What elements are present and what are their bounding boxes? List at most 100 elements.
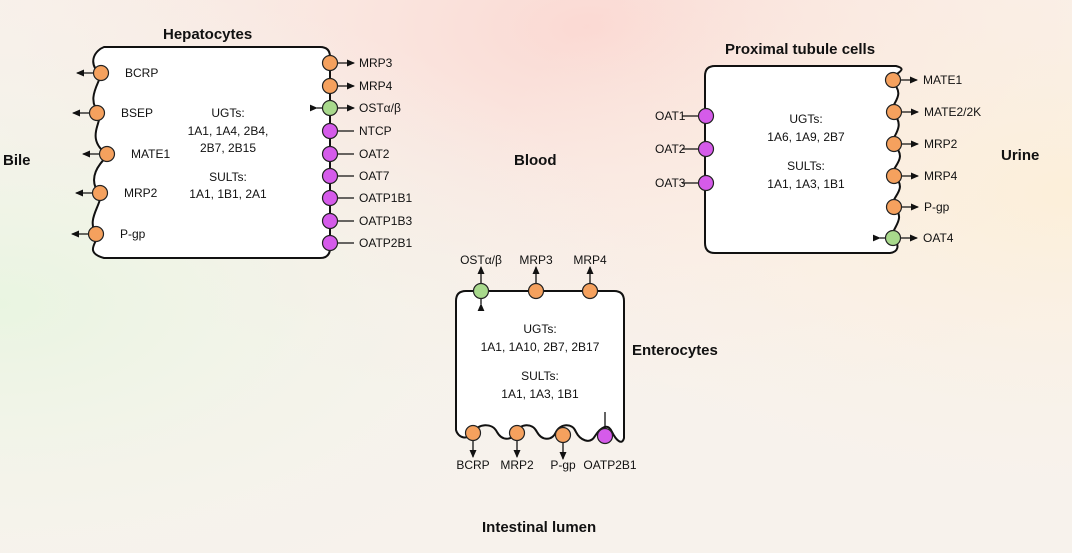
hep-left-transporter-bcrp: BCRP: [76, 64, 158, 82]
ent-top-circle-ost: [472, 282, 490, 300]
ent-top-circle-mrp3: [527, 282, 545, 300]
hep-left-circle-mrp2: [91, 184, 109, 202]
tubule-sults-heading: SULTs:: [787, 159, 825, 173]
enterocyte-sults-line1: 1A1, 1A3, 1B1: [501, 387, 579, 401]
pt-right-label-mrp2: MRP2: [924, 137, 958, 151]
pt-right-transporter-oat4: OAT4: [872, 229, 954, 247]
hepatocyte-sults-line1: 1A1, 1B1, 2A1: [189, 187, 267, 201]
ent-top-circle-mrp4: [581, 282, 599, 300]
hep-right-label-oatp2b1: OATP2B1: [359, 236, 412, 250]
hep-left-transporter-mrp2: MRP2: [75, 184, 158, 202]
hep-right-transporter-mrp3: MRP3: [321, 54, 393, 72]
pt-left-transporter-oat2: OAT2: [655, 140, 715, 158]
ent-top-label-mrp3: MRP3: [519, 253, 553, 267]
ent-bottom-transporter-p-gp: P-gp: [550, 426, 576, 472]
hep-left-label-mrp2: MRP2: [124, 186, 158, 200]
hep-right-label-oatp1b1: OATP1B1: [359, 191, 412, 205]
hep-right-transporter-ost: OSTα/β: [309, 99, 401, 117]
hep-left-label-p-gp: P-gp: [120, 227, 146, 241]
hep-right-label-ntcp: NTCP: [359, 124, 392, 138]
ent-bottom-circle-oatp2b1: [596, 427, 614, 445]
enterocyte-sults-heading: SULTs:: [521, 369, 559, 383]
hep-left-circle-bcrp: [92, 64, 110, 82]
hep-right-label-mrp4: MRP4: [359, 79, 393, 93]
tubule-ugts-heading: UGTs:: [789, 112, 822, 126]
enterocyte-ugts-heading: UGTs:: [523, 322, 556, 336]
proximal-tubule-cell: [704, 65, 903, 254]
compartment-urine: Urine: [1001, 147, 1039, 164]
ent-bottom-label-oatp2b1: OATP2B1: [583, 458, 636, 472]
pt-left-circle-oat3: [697, 174, 715, 192]
hepatocyte-sults-heading: SULTs:: [209, 170, 247, 184]
hep-right-circle-ntcp: [321, 122, 339, 140]
pt-left-transporter-oat1: OAT1: [655, 107, 715, 125]
hep-right-label-oat7: OAT7: [359, 169, 390, 183]
pt-right-transporter-mrp4: MRP4: [885, 167, 958, 185]
hepatocytes-title: Hepatocytes: [163, 26, 252, 43]
ent-bottom-transporter-oatp2b1: OATP2B1: [583, 412, 637, 472]
enterocytes-title: Enterocytes: [632, 342, 718, 359]
pt-left-circle-oat2: [697, 140, 715, 158]
ent-bottom-circle-bcrp: [464, 424, 482, 442]
pt-right-label-mate1: MATE1: [923, 73, 962, 87]
pt-right-transporter-p-gp: P-gp: [885, 198, 950, 216]
pt-right-label-mate2-2k: MATE2/2K: [924, 105, 981, 119]
hep-left-circle-bsep: [88, 104, 106, 122]
ent-bottom-label-mrp2: MRP2: [500, 458, 534, 472]
hep-right-label-oat2: OAT2: [359, 147, 390, 161]
pt-right-circle-p-gp: [885, 198, 903, 216]
ent-top-label-ost: OSTα/β: [460, 253, 502, 267]
hep-left-label-mate1: MATE1: [131, 147, 170, 161]
compartment-bile: Bile: [3, 152, 31, 169]
ent-top-transporter-mrp4: MRP4: [573, 253, 607, 300]
hep-right-transporter-oat2: OAT2: [321, 145, 390, 163]
pt-right-circle-mate1: [884, 71, 902, 89]
hep-right-label-oatp1b3: OATP1B3: [359, 214, 412, 228]
ent-bottom-label-p-gp: P-gp: [550, 458, 576, 472]
ent-bottom-circle-mrp2: [508, 424, 526, 442]
hep-right-circle-ost: [321, 99, 339, 117]
hep-left-transporter-mate1: MATE1: [82, 145, 170, 163]
enterocyte-cell: [455, 290, 625, 443]
hep-right-circle-oatp2b1: [321, 234, 339, 252]
ent-top-transporter-ost: OSTα/β: [460, 253, 502, 312]
ent-bottom-transporter-mrp2: MRP2: [500, 424, 534, 472]
ent-bottom-circle-p-gp: [554, 426, 572, 444]
hepatocyte-ugts-line2: 2B7, 2B15: [200, 141, 256, 155]
pt-left-label-oat2: OAT2: [655, 142, 686, 156]
hep-right-circle-oat2: [321, 145, 339, 163]
tubule-ugts-line1: 1A6, 1A9, 2B7: [767, 130, 845, 144]
hep-right-transporter-oatp2b1: OATP2B1: [321, 234, 412, 252]
hep-left-circle-mate1: [98, 145, 116, 163]
pt-right-label-p-gp: P-gp: [924, 200, 950, 214]
compartment-intestinal-lumen: Intestinal lumen: [482, 519, 596, 536]
pt-right-transporter-mate2-2k: MATE2/2K: [885, 103, 981, 121]
pt-left-transporter-oat3: OAT3: [655, 174, 715, 192]
ent-top-transporter-mrp3: MRP3: [519, 253, 553, 300]
pt-left-label-oat1: OAT1: [655, 109, 686, 123]
pt-right-circle-mate2-2k: [885, 103, 903, 121]
hep-right-circle-oat7: [321, 167, 339, 185]
pt-right-circle-mrp2: [885, 135, 903, 153]
hep-right-label-mrp3: MRP3: [359, 56, 393, 70]
hep-right-circle-mrp4: [321, 77, 339, 95]
pt-right-circle-mrp4: [885, 167, 903, 185]
hepatocyte-ugts-line1: 1A1, 1A4, 2B4,: [188, 124, 269, 138]
hep-left-circle-p-gp: [87, 225, 105, 243]
hep-right-transporter-mrp4: MRP4: [321, 77, 393, 95]
pt-left-label-oat3: OAT3: [655, 176, 686, 190]
hep-right-circle-oatp1b3: [321, 212, 339, 230]
hep-right-circle-mrp3: [321, 54, 339, 72]
ent-bottom-label-bcrp: BCRP: [456, 458, 489, 472]
pt-right-transporter-mate1: MATE1: [884, 71, 962, 89]
ent-top-label-mrp4: MRP4: [573, 253, 607, 267]
pt-right-transporter-mrp2: MRP2: [885, 135, 958, 153]
hep-right-circle-oatp1b1: [321, 189, 339, 207]
hep-right-transporter-oatp1b1: OATP1B1: [321, 189, 412, 207]
proximal-tubule-title: Proximal tubule cells: [725, 41, 875, 58]
pt-right-label-mrp4: MRP4: [924, 169, 958, 183]
hep-right-label-ost: OSTα/β: [359, 101, 401, 115]
pt-right-circle-oat4: [884, 229, 902, 247]
